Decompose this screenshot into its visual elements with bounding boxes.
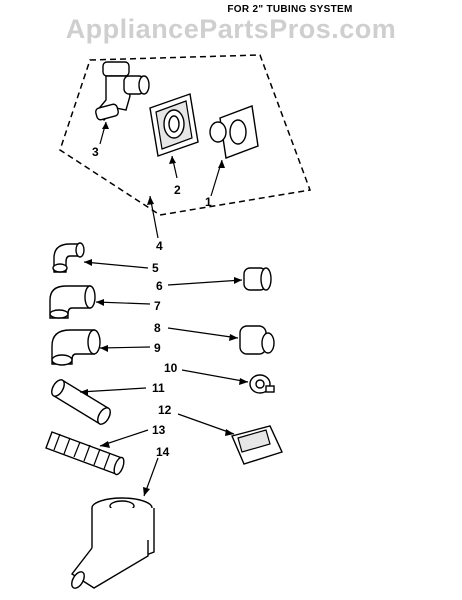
callout-13: 13: [152, 423, 166, 437]
callout-8: 8: [154, 321, 161, 335]
part-clamp: [249, 374, 275, 394]
watermark: AppliancePartsPros.com: [65, 14, 397, 44]
callout-9: 9: [154, 341, 161, 355]
part-mounting-plate: [149, 93, 199, 157]
part-small-elbow: [52, 242, 85, 273]
callout-3: 3: [92, 145, 99, 159]
part-flexible-hose: [45, 431, 125, 476]
part-reducer: [239, 325, 275, 355]
callout-7: 7: [154, 299, 161, 313]
assembly-group-outline: [59, 54, 312, 216]
callout-6: 6: [156, 279, 163, 293]
diagram-title: FOR 2" TUBING SYSTEM: [227, 4, 353, 15]
callout-11: 11: [152, 381, 165, 395]
callout-5: 5: [152, 261, 159, 275]
part-gasket: [209, 105, 259, 159]
callout-1: 1: [205, 195, 212, 209]
callout-2: 2: [174, 183, 181, 197]
part-coupling: [243, 267, 272, 291]
part-large-elbow: [51, 329, 101, 366]
callout-10: 10: [164, 361, 178, 375]
callout-14: 14: [156, 445, 170, 459]
callout-4: 4: [156, 239, 163, 253]
part-dryer-vent-box: [70, 497, 155, 589]
part-wall-vent: [231, 425, 283, 465]
callout-12: 12: [158, 403, 172, 417]
part-straight-tube: [51, 379, 111, 425]
part-y-connector: [95, 61, 150, 121]
part-elbow: [49, 285, 96, 319]
